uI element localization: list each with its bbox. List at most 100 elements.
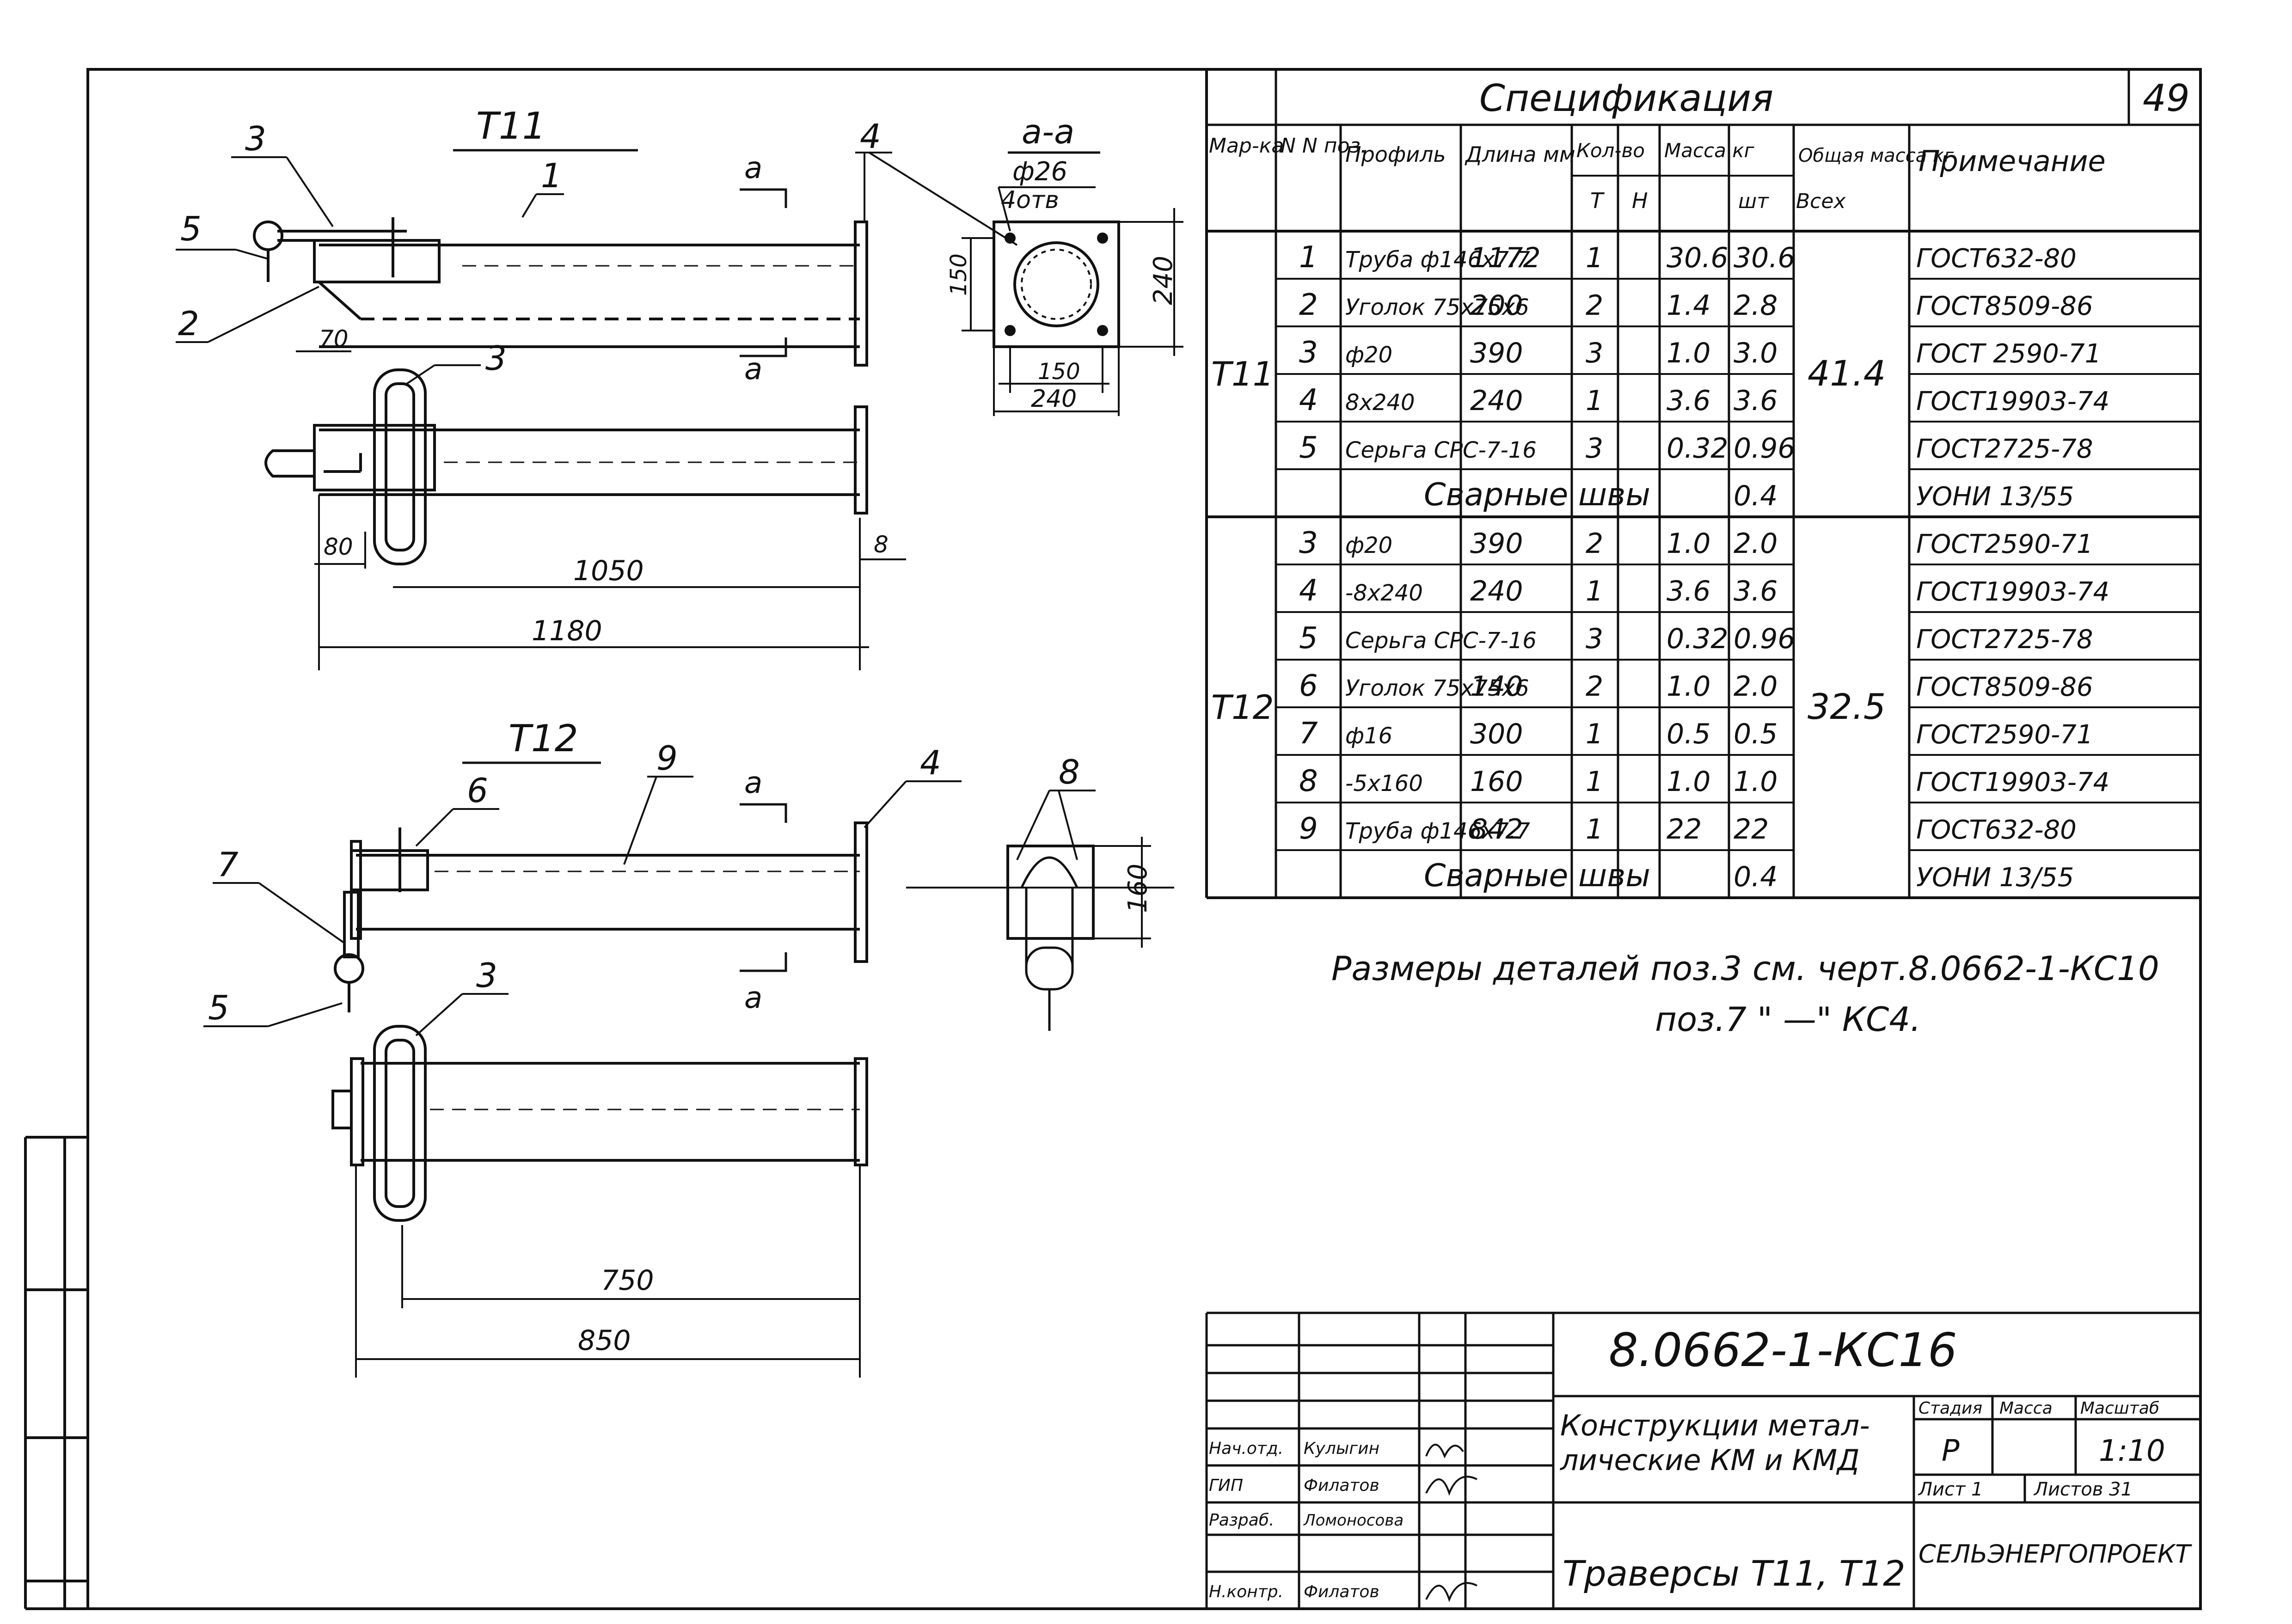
spec-weld-note: УОНИ 13/55 (1916, 863, 2074, 893)
spec-pos: 1 (1299, 240, 1318, 275)
t11-section-aa: а-а ф26 4отв (946, 112, 1183, 416)
spec-length: 842 (1470, 813, 1523, 846)
spec-note: ГОСТ19903-74 (1916, 577, 2109, 607)
spec-header-qty-t: Т (1590, 188, 1605, 213)
spec-weld-label: Сварные швы (1424, 858, 1650, 894)
spec-pos: 3 (1299, 336, 1318, 370)
spec-weld-mass: 0.4 (1734, 480, 1777, 512)
spec-profile: Уголок 75х75х6 (1345, 675, 1529, 701)
spec-qty-t: 2 (1586, 527, 1603, 560)
spec-length: 240 (1470, 385, 1523, 417)
t11-pos-4: 4 (860, 117, 881, 156)
spec-qty-t: 3 (1586, 432, 1603, 465)
spec-profile: ф16 (1345, 723, 1392, 749)
drawing-code: 8.0662-1-КС16 (1609, 1323, 1957, 1377)
t12-pos-7: 7 (217, 845, 239, 884)
spec-note: ГОСТ2590-71 (1916, 720, 2093, 750)
spec-qty-t: 1 (1586, 718, 1603, 750)
t11-dim-80: 80 (324, 533, 353, 560)
spec-header-qty: Кол-во (1576, 139, 1645, 162)
spec-mass-pc: 0.32 (1667, 623, 1728, 655)
t11-section-dim-240v: 240 (1148, 256, 1178, 305)
spec-profile: Уголок 75х75х6 (1345, 294, 1529, 320)
spec-header-mark: Мар-ка (1209, 134, 1284, 158)
spec-note: ГОСТ632-80 (1916, 244, 2077, 274)
organization: СЕЛЬЭНЕРГОПРОЕКТ (1918, 1539, 2192, 1569)
spec-mass-all: 30.6 (1734, 242, 1796, 274)
t11-dim-1050: 1050 (573, 555, 644, 587)
t12-cut-mark-bottom: а (744, 981, 762, 1015)
spec-mass-all: 3.0 (1734, 337, 1777, 369)
spec-group-mark: Т11 (1211, 355, 1274, 393)
spec-profile: Труба ф146х7.7 (1345, 247, 1530, 273)
spec-mass-all: 22 (1734, 813, 1769, 846)
mass-label: Масса (1999, 1399, 2053, 1418)
spec-mass-all: 3.6 (1734, 385, 1777, 417)
spec-qty-t: 3 (1586, 337, 1603, 369)
stage-value: Р (1942, 1434, 1960, 1468)
t12-pos-9: 9 (656, 739, 678, 778)
spec-mass-pc: 3.6 (1667, 575, 1710, 607)
spec-note: ГОСТ19903-74 (1916, 767, 2109, 797)
spec-qty-t: 1 (1586, 575, 1603, 607)
t11-dimension-lines (314, 495, 906, 670)
spec-mass-pc: 1.4 (1667, 289, 1710, 322)
doc-title-line-2: лические КМ и КМД (1560, 1443, 1860, 1477)
spec-note: ГОСТ2725-78 (1916, 434, 2093, 464)
sheet-number: 49 (2143, 77, 2190, 120)
spec-profile: 8х240 (1345, 390, 1415, 416)
t12-section: 160 8 (906, 753, 1174, 1031)
spec-header-profile: Профиль (1345, 142, 1446, 167)
spec-qty-t: 1 (1586, 766, 1603, 798)
spec-profile: Труба ф146х7.7 (1345, 818, 1530, 844)
t11-section-label: а-а (1022, 112, 1074, 151)
spec-header-length: Длина мм (1465, 142, 1575, 167)
sig-role-1: Нач.отд. (1209, 1439, 1283, 1458)
spec-mass-all: 0.5 (1734, 718, 1777, 750)
notes-line-1: Размеры деталей поз.3 см. черт.8.0662-1-… (1331, 949, 2159, 988)
t11-dim-1180: 1180 (532, 615, 602, 647)
spec-note: ГОСТ8509-86 (1916, 672, 2093, 702)
drawing-t11: Т11 1 2 3 4 5 (176, 104, 1183, 670)
t12-pos-3: 3 (476, 956, 497, 995)
spec-length: 390 (1470, 527, 1523, 560)
spec-mass-all: 2.8 (1734, 289, 1777, 322)
t11-pos-2: 2 (178, 304, 199, 343)
spec-pos: 5 (1299, 431, 1318, 465)
t11-cut-mark-top: а (744, 151, 762, 185)
spec-header-pos: N N поз. (1281, 134, 1367, 158)
t11-section-dim-150h: 150 (1038, 359, 1080, 385)
spec-mass-pc: 1.0 (1667, 766, 1710, 798)
sig-name-2: Филатов (1304, 1476, 1379, 1495)
sig-role-2: ГИП (1209, 1476, 1243, 1495)
sig-name-1: Кулыгин (1304, 1439, 1379, 1458)
t11-dim-8: 8 (874, 531, 889, 558)
spec-mass-pc: 1.0 (1667, 337, 1710, 369)
spec-length: 240 (1470, 575, 1523, 607)
sheet-title: Траверсы Т11, Т12 (1563, 1553, 1906, 1594)
spec-mass-all: 0.96 (1734, 623, 1796, 655)
t11-pos-3b: 3 (485, 339, 507, 378)
spec-mass-pc: 30.6 (1667, 242, 1728, 274)
title-block: 8.0662-1-КС16 Конструкции метал- лически… (1205, 1311, 2200, 1609)
drawing-t12: Т12 6 9 4 7 5 3 а а (203, 717, 1174, 1378)
spec-pos: 3 (1299, 526, 1318, 560)
spec-pos: 2 (1299, 288, 1318, 322)
spec-weld-mass: 0.4 (1734, 861, 1777, 893)
spec-note: ГОСТ2590-71 (1916, 529, 2093, 559)
spec-header-note: Примечание (1918, 144, 2106, 178)
spec-pos: 7 (1299, 717, 1318, 751)
spec-length: 300 (1470, 718, 1523, 750)
t11-side-view (253, 217, 868, 367)
doc-title-line-1: Конструкции метал- (1560, 1409, 1870, 1442)
t11-pos-3: 3 (245, 119, 266, 158)
t11-pos-5: 5 (180, 209, 202, 248)
sig-name-4: Филатов (1304, 1582, 1379, 1601)
spec-weld-label: Сварные швы (1424, 477, 1650, 513)
spec-profile: Серьга СРС-7-16 (1345, 437, 1537, 463)
spec-qty-t: 1 (1586, 242, 1603, 274)
spec-qty-t: 2 (1586, 670, 1603, 703)
t12-leaders (203, 776, 962, 1036)
